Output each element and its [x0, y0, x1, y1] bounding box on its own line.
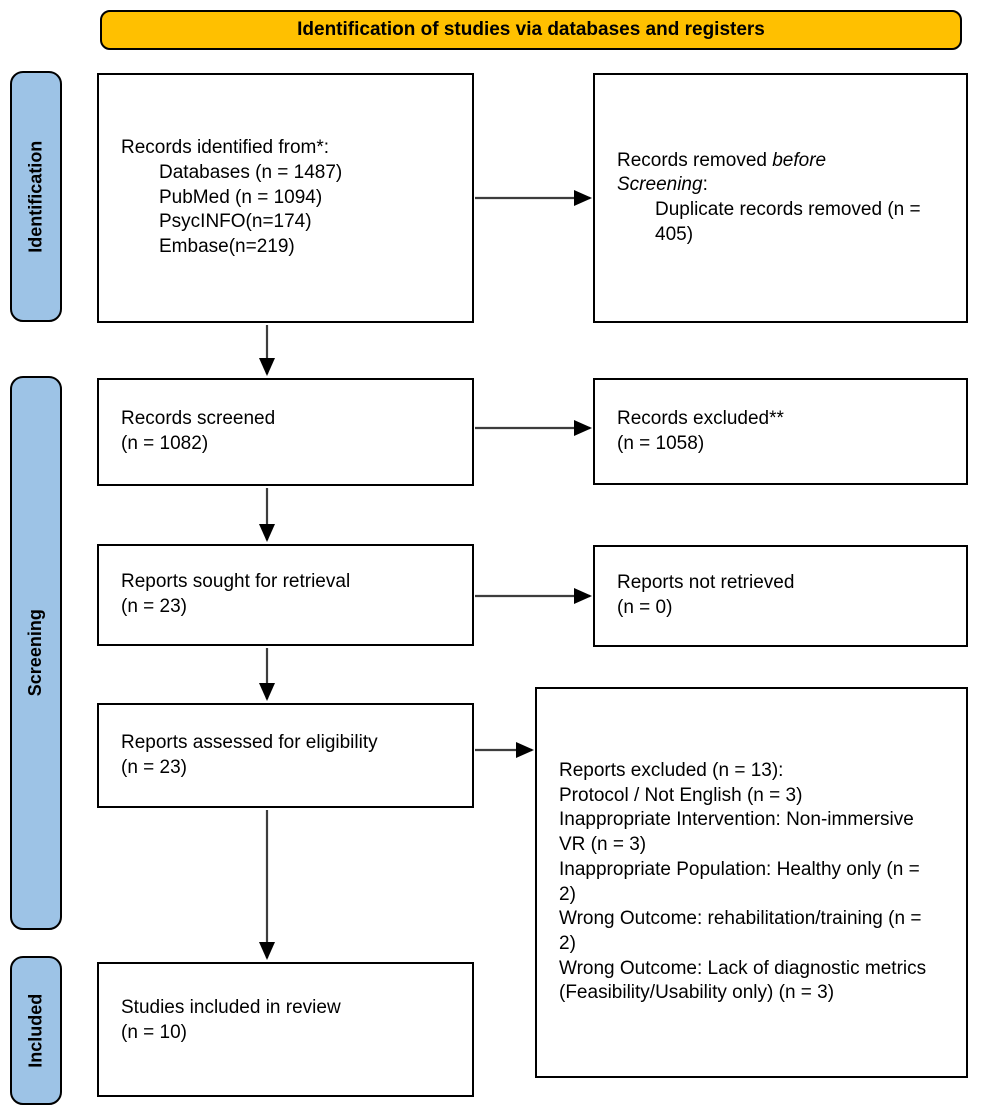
records-identified-item: PsycINFO(n=174) [159, 211, 312, 233]
reports-excluded-line: Reports excluded (n = 13): [559, 760, 784, 782]
stage-label-identification: Identification [10, 71, 62, 322]
reports-not-retrieved-count: (n = 0) [617, 597, 673, 618]
reports-not-retrieved-line1: Reports not retrieved [617, 572, 795, 594]
stage-label-included-text: Included [25, 993, 46, 1068]
reports-sought-line1: Reports sought for retrieval [121, 571, 351, 593]
records-identified-title: Records identified from*: [121, 137, 330, 159]
box-records-screened: Records screened (n = 1082) [97, 378, 474, 486]
records-identified-item: PubMed (n = 1094) [159, 186, 323, 208]
stage-label-included: Included [10, 956, 62, 1105]
stage-label-identification-text: Identification [25, 140, 46, 253]
box-reports-not-retrieved: Reports not retrieved (n = 0) [593, 545, 968, 647]
records-excluded-count: (n = 1058) [617, 432, 705, 454]
reports-excluded-line: Wrong Outcome: rehabilitation/training (… [559, 908, 922, 954]
records-excluded-line1: Records excluded** [617, 407, 784, 429]
box-reports-sought: Reports sought for retrieval (n = 23) [97, 544, 474, 646]
diagram-title: Identification of studies via databases … [297, 18, 765, 40]
records-removed-item: Duplicate records removed (n = 405) [655, 199, 921, 245]
stage-label-screening-text: Screening [25, 609, 46, 697]
box-records-excluded: Records excluded** (n = 1058) [593, 378, 968, 485]
box-reports-excluded-reasons: Reports excluded (n = 13): Protocol / No… [535, 687, 968, 1078]
reports-assessed-line1: Reports assessed for eligibility [121, 731, 378, 753]
records-identified-item: Databases (n = 1487) [159, 161, 343, 183]
reports-excluded-line: Wrong Outcome: Lack of diagnostic metric… [559, 957, 927, 1004]
studies-included-count: (n = 10) [121, 1021, 188, 1043]
reports-excluded-line: Protocol / Not English (n = 3) [559, 784, 803, 806]
reports-excluded-line: Inappropriate Intervention: Non-immersiv… [559, 809, 914, 856]
records-screened-line1: Records screened [121, 408, 276, 430]
records-removed-title-prefix: Records removed [617, 149, 773, 171]
box-reports-assessed: Reports assessed for eligibility (n = 23… [97, 703, 474, 808]
studies-included-line1: Studies included in review [121, 997, 341, 1018]
box-records-identified: Records identified from*: Databases (n =… [97, 73, 474, 323]
box-studies-included: Studies included in review (n = 10) [97, 962, 474, 1097]
records-removed-title-italic2: Screening [617, 174, 703, 196]
reports-assessed-count: (n = 23) [121, 756, 188, 778]
reports-excluded-line: Inappropriate Population: Healthy only (… [559, 858, 920, 905]
records-removed-title-suffix: : [702, 174, 708, 196]
records-identified-item: Embase(n=219) [159, 236, 295, 258]
records-removed-title-italic1: before [772, 149, 827, 171]
records-screened-count: (n = 1082) [121, 433, 209, 454]
reports-sought-count: (n = 23) [121, 596, 188, 617]
stage-label-screening: Screening [10, 376, 62, 930]
diagram-header-banner: Identification of studies via databases … [100, 10, 962, 50]
